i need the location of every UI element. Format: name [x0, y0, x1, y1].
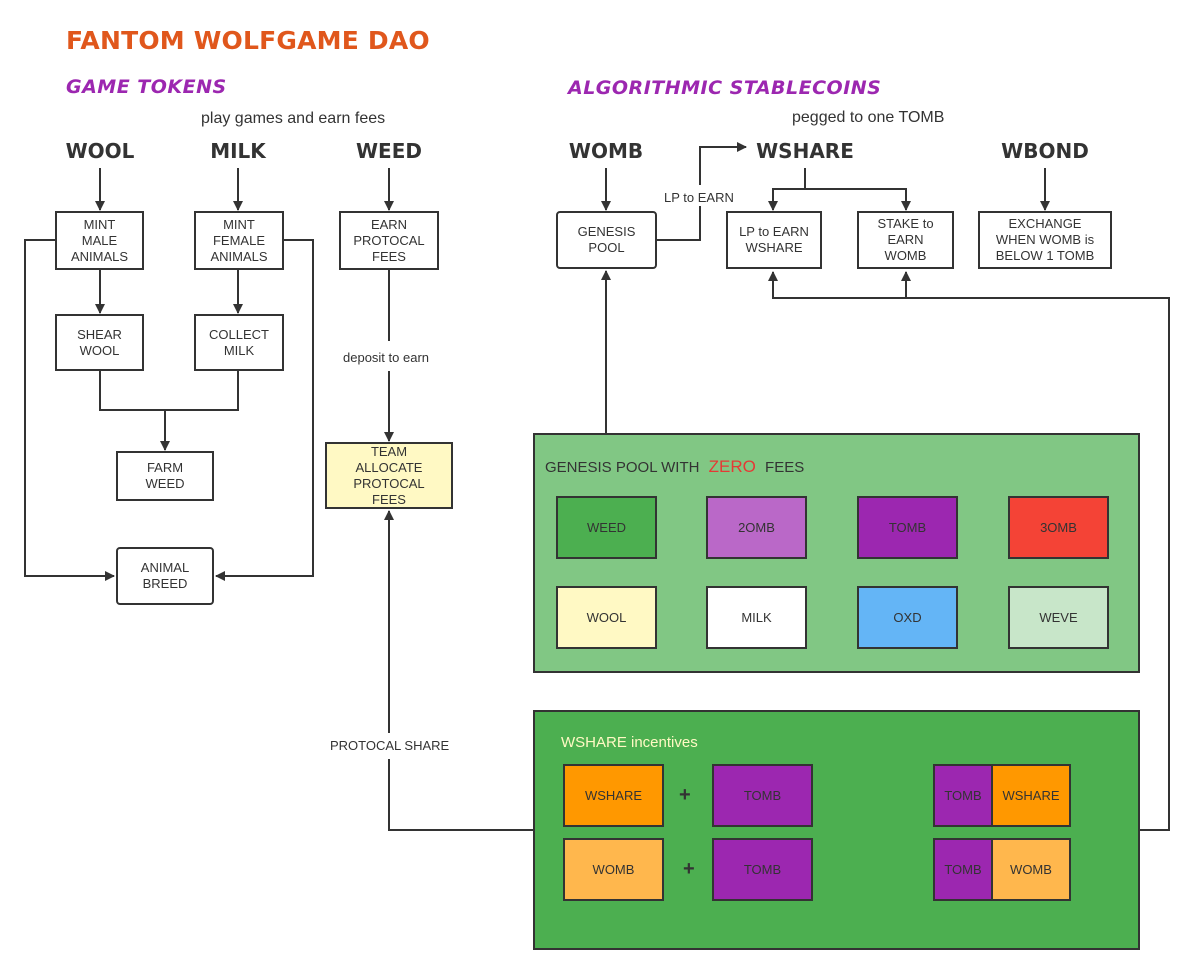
game-tokens-heading: GAME TOKENS [66, 76, 227, 98]
wshare-incentives-panel: WSHARE incentives WSHARE + TOMB TOMB WSH… [533, 710, 1140, 950]
lp-earn-wshare-box: LP to EARN WSHARE [726, 211, 822, 269]
shear-wool-box: SHEAR WOOL [55, 314, 144, 371]
pool-token-2omb: 2OMB [706, 496, 807, 559]
pool-token-3omb: 3OMB [1008, 496, 1109, 559]
protocol-share-label: PROTOCAL SHARE [330, 737, 450, 754]
lp-to-earn-label: LP to EARN [664, 189, 734, 206]
exchange-box: EXCHANGE WHEN WOMB is BELOW 1 TOMB [978, 211, 1112, 269]
pool-token-tomb: TOMB [857, 496, 958, 559]
animal-breed-box: ANIMAL BREED [116, 547, 214, 605]
pool-token-oxd: OXD [857, 586, 958, 649]
incentive-row1-tomb: TOMB [712, 764, 813, 827]
pool-token-weve: WEVE [1008, 586, 1109, 649]
pool-token-milk: MILK [706, 586, 807, 649]
token-wool: WOOL [65, 139, 135, 163]
team-allocate-box: TEAM ALLOCATE PROTOCAL FEES [325, 442, 453, 509]
incentive-row1-plus: + [679, 784, 691, 806]
incentive-row2-lp-tomb: TOMB [933, 838, 993, 901]
incentive-row1-wshare: WSHARE [563, 764, 664, 827]
genesis-pool-panel: GENESIS POOL WITH ZERO FEES WEED 2OMB TO… [533, 433, 1140, 673]
token-milk: MILK [210, 139, 266, 163]
farm-weed-box: FARM WEED [116, 451, 214, 501]
stablecoins-subtitle: pegged to one TOMB [792, 109, 945, 126]
mint-male-animals-box: MINT MALE ANIMALS [55, 211, 144, 270]
token-weed: WEED [356, 139, 422, 163]
incentive-row2-tomb: TOMB [712, 838, 813, 901]
genesis-panel-title-suffix: FEES [765, 459, 805, 476]
deposit-to-earn-label: deposit to earn [343, 349, 430, 366]
game-tokens-subtitle: play games and earn fees [201, 110, 386, 127]
pool-token-wool: WOOL [556, 586, 657, 649]
mint-female-animals-box: MINT FEMALE ANIMALS [194, 211, 284, 270]
incentive-row1-lp-tomb: TOMB [933, 764, 993, 827]
token-wbond: WBOND [1001, 139, 1089, 163]
genesis-panel-title-prefix: GENESIS POOL WITH [545, 459, 700, 476]
incentive-row2-plus: + [683, 858, 695, 880]
pool-token-weed: WEED [556, 496, 657, 559]
genesis-panel-zero-highlight: ZERO [708, 457, 756, 476]
page-title: FANTOM WOLFGAME DAO [66, 26, 430, 55]
stablecoins-heading: ALGORITHMIC STABLECOINS [568, 77, 882, 99]
token-wshare: WSHARE [756, 139, 854, 163]
incentive-row1-lp-wshare: WSHARE [991, 764, 1071, 827]
genesis-pool-box: GENESIS POOL [556, 211, 657, 269]
incentive-row2-lp-womb: WOMB [991, 838, 1071, 901]
genesis-panel-title: GENESIS POOL WITH ZERO FEES [545, 457, 804, 477]
incentives-title: WSHARE incentives [561, 734, 698, 751]
token-womb: WOMB [568, 139, 644, 163]
earn-protocol-fees-box: EARN PROTOCAL FEES [339, 211, 439, 270]
stake-earn-womb-box: STAKE to EARN WOMB [857, 211, 954, 269]
incentive-row2-womb: WOMB [563, 838, 664, 901]
collect-milk-box: COLLECT MILK [194, 314, 284, 371]
